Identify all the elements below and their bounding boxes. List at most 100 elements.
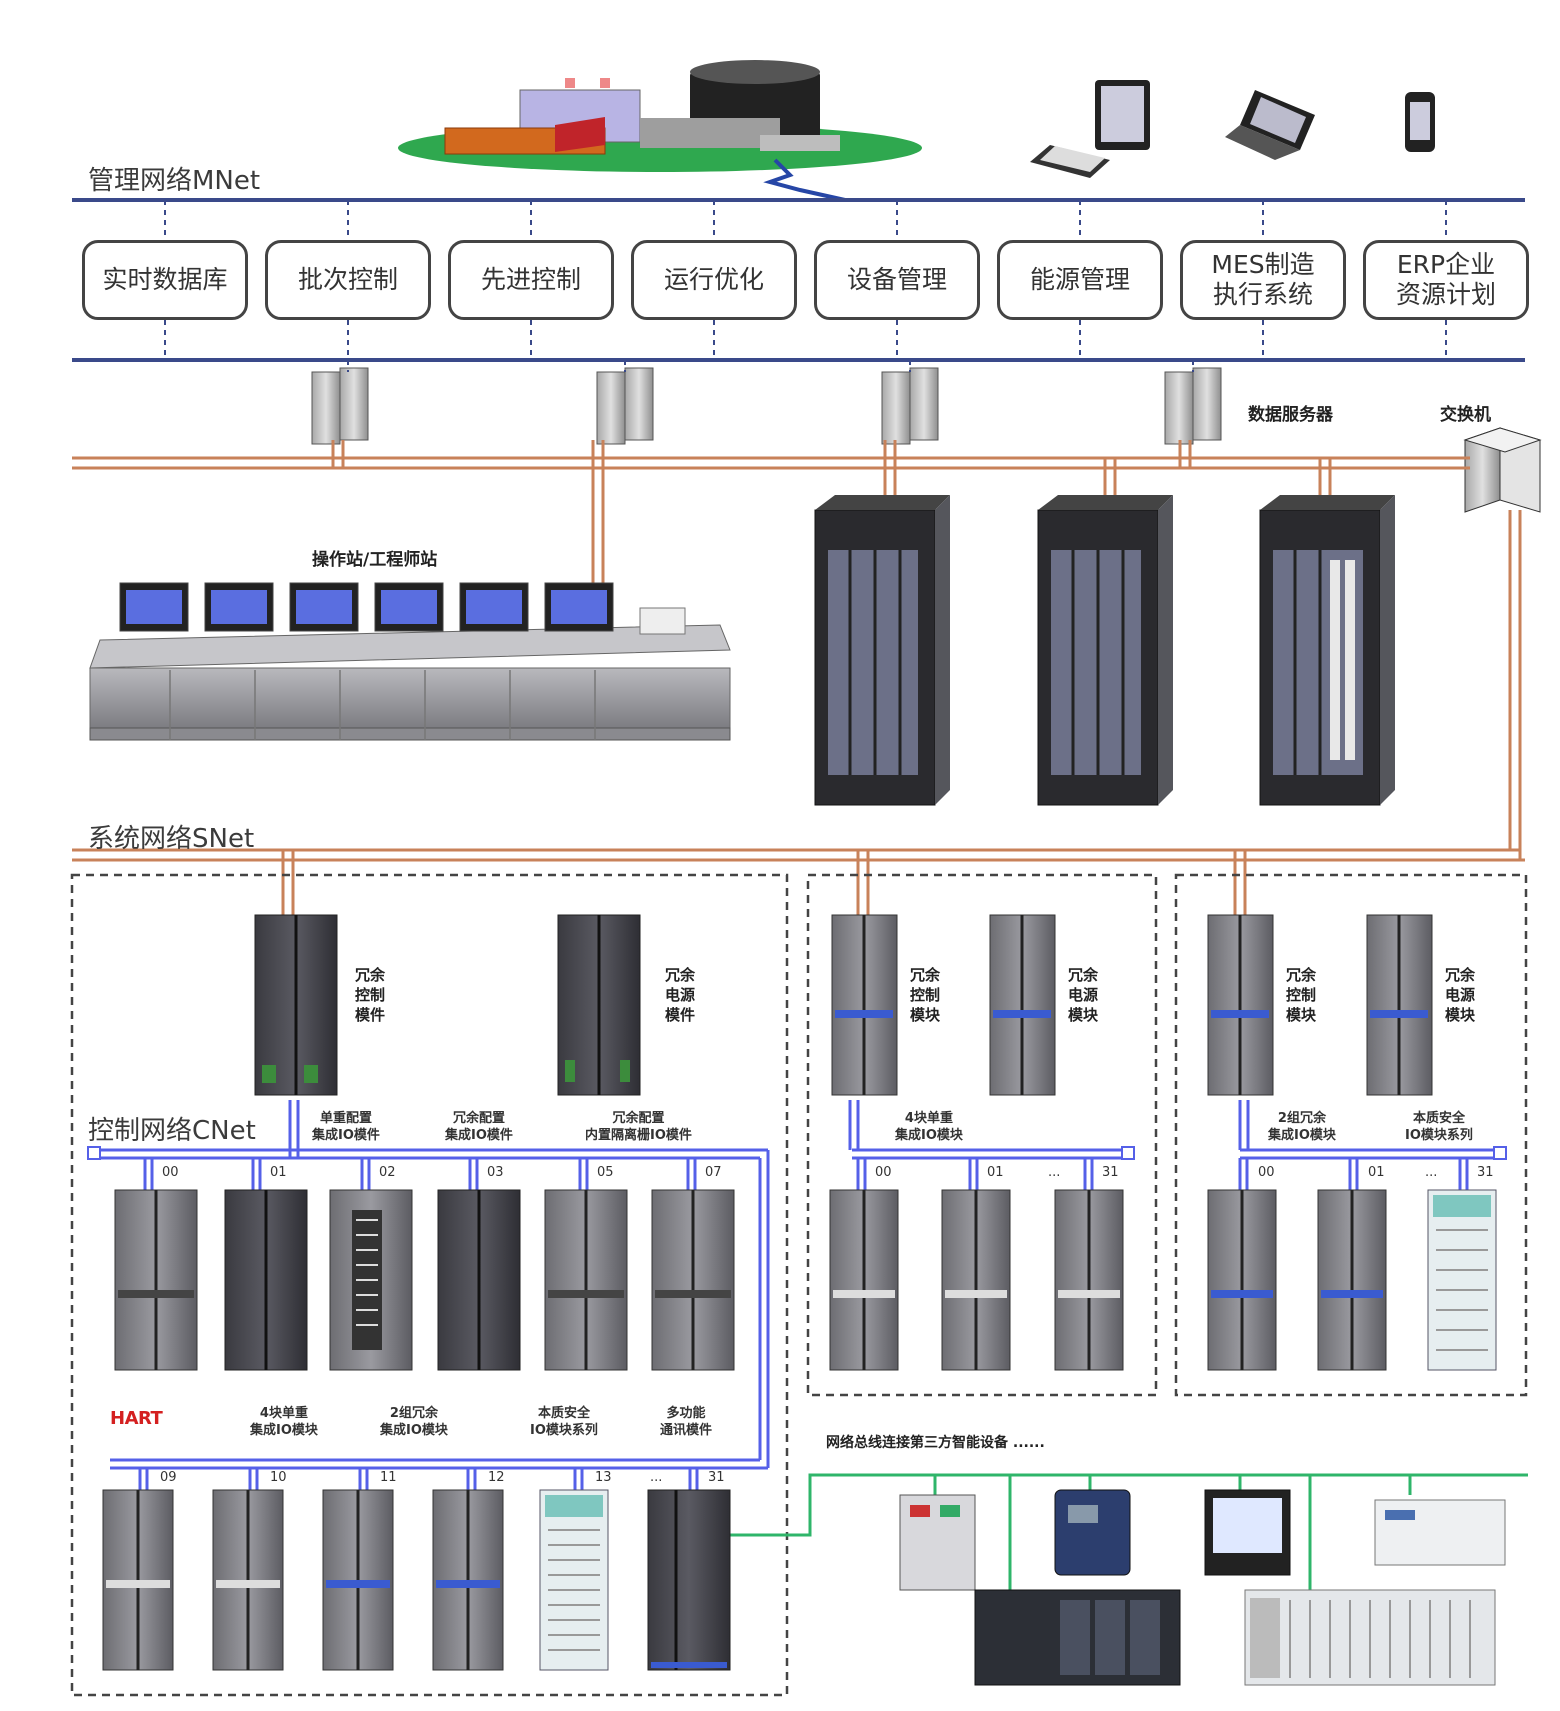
app-advanced-control: 先进控制	[448, 240, 614, 320]
io-module	[941, 1189, 1011, 1371]
slot-number: ...	[1425, 1165, 1438, 1180]
io-module	[1054, 1189, 1124, 1371]
redundant-power-module	[989, 914, 1056, 1096]
io-group-label: 本质安全 IO模块系列	[530, 1406, 598, 1438]
power-label: 冗余 电源 模件	[665, 966, 696, 1024]
slot-number: 00	[162, 1165, 179, 1180]
io-module-intrinsic-safe	[1427, 1189, 1497, 1371]
slot-number: 05	[597, 1165, 614, 1180]
io-module	[1317, 1189, 1387, 1371]
io-module-intrinsic-safe	[539, 1489, 609, 1671]
remote-io-rack-device	[1244, 1589, 1496, 1686]
laptop-icon	[1225, 90, 1315, 160]
vfd-drive-device	[1054, 1489, 1131, 1576]
io-group-label: 单重配置 集成IO模件	[312, 1111, 380, 1143]
communication-module	[647, 1489, 731, 1671]
cnet-drops	[138, 1158, 1469, 1490]
io-module	[544, 1189, 628, 1371]
slot-number: 03	[487, 1165, 504, 1180]
io-group-label: 冗余配置 集成IO模件	[445, 1111, 513, 1143]
mnet-label: 管理网络MNet	[88, 166, 261, 196]
mobile-phone-icon	[1405, 92, 1435, 152]
io-module	[829, 1189, 899, 1371]
controller-label: 冗余 控制 模块	[910, 966, 941, 1024]
control-cabinet	[1037, 495, 1173, 806]
io-group-label: 本质安全 IO模块系列	[1405, 1111, 1473, 1143]
redundant-power-module	[1366, 914, 1433, 1096]
io-module	[224, 1189, 308, 1371]
server-mnet-links	[347, 360, 1194, 372]
slot-number: 11	[380, 1470, 397, 1485]
app-realtime-database: 实时数据库	[82, 240, 248, 320]
redundant-controller-module	[831, 914, 898, 1096]
snet-label: 系统网络SNet	[88, 824, 255, 854]
slot-number: 31	[1477, 1165, 1494, 1180]
slot-number: 09	[160, 1470, 177, 1485]
slot-number: 10	[270, 1470, 287, 1485]
io-module	[329, 1189, 413, 1371]
power-label: 冗余 电源 模块	[1445, 966, 1476, 1024]
cnet-terminators	[87, 1146, 1507, 1160]
io-module	[114, 1189, 198, 1371]
data-server-label: 数据服务器	[1248, 405, 1333, 425]
control-cabinet	[1259, 495, 1395, 806]
slot-number: ...	[1048, 1165, 1061, 1180]
slot-number: 01	[1368, 1165, 1385, 1180]
plant-illustration	[398, 60, 922, 202]
redundant-controller-module	[254, 914, 338, 1096]
slot-number: 00	[875, 1165, 892, 1180]
network-switch-icon	[1463, 427, 1542, 513]
switch-label: 交换机	[1440, 405, 1491, 425]
io-module	[102, 1489, 174, 1671]
slot-number: 13	[595, 1470, 612, 1485]
io-group-label: 冗余配置 内置隔离栅IO模件	[585, 1111, 692, 1143]
io-group-label: 4块单重 集成IO模块	[895, 1111, 963, 1143]
controller-label: 冗余 控制 模块	[1286, 966, 1317, 1024]
hart-logo: HART	[110, 1408, 163, 1429]
operator-console	[89, 582, 731, 741]
data-server-icon	[1164, 367, 1222, 445]
redundant-power-module	[557, 914, 641, 1096]
redundant-controller-module	[1207, 914, 1274, 1096]
snet-system-bus	[72, 510, 1525, 915]
io-module	[212, 1489, 284, 1671]
app-erp: ERP企业 资源计划	[1363, 240, 1529, 320]
snet-server-bus	[72, 440, 1470, 600]
hmi-panel-device	[1204, 1489, 1291, 1576]
power-label: 冗余 电源 模块	[1068, 966, 1099, 1024]
io-module	[437, 1189, 521, 1371]
app-mes: MES制造 执行系统	[1180, 240, 1346, 320]
io-module	[432, 1489, 504, 1671]
slot-number: 12	[488, 1470, 505, 1485]
io-group-label: 多功能 通讯模件	[660, 1406, 713, 1438]
data-server-icon	[881, 367, 939, 445]
slot-number: 01	[270, 1165, 287, 1180]
data-server-icon	[596, 367, 654, 445]
station-frames	[70, 873, 1528, 1697]
cnet-label: 控制网络CNet	[88, 1116, 256, 1146]
electrical-cabinet-device	[899, 1494, 976, 1591]
fieldbus-devices-label: 网络总线连接第三方智能设备 ......	[826, 1435, 1045, 1451]
slot-number: 07	[705, 1165, 722, 1180]
control-cabinet	[814, 495, 950, 806]
app-equipment-management: 设备管理	[814, 240, 980, 320]
io-module	[322, 1489, 394, 1671]
operator-station-label: 操作站/工程师站	[312, 550, 438, 570]
io-module	[1207, 1189, 1277, 1371]
app-energy-management: 能源管理	[997, 240, 1163, 320]
power-meter-device	[1374, 1499, 1506, 1566]
desktop-pc-icon	[1030, 80, 1150, 178]
fieldbus-line	[730, 1473, 1528, 1600]
slot-number: 31	[1102, 1165, 1119, 1180]
io-module	[651, 1189, 735, 1371]
slot-number: 31	[708, 1470, 725, 1485]
app-batch-control: 批次控制	[265, 240, 431, 320]
cnet-bus	[95, 1100, 1500, 1470]
io-group-label: 2组冗余 集成IO模块	[1268, 1111, 1336, 1143]
data-server-icon	[311, 367, 369, 445]
slot-number: 00	[1258, 1165, 1275, 1180]
plc-rack-device	[974, 1589, 1181, 1686]
io-group-label: 2组冗余 集成IO模块	[380, 1406, 448, 1438]
